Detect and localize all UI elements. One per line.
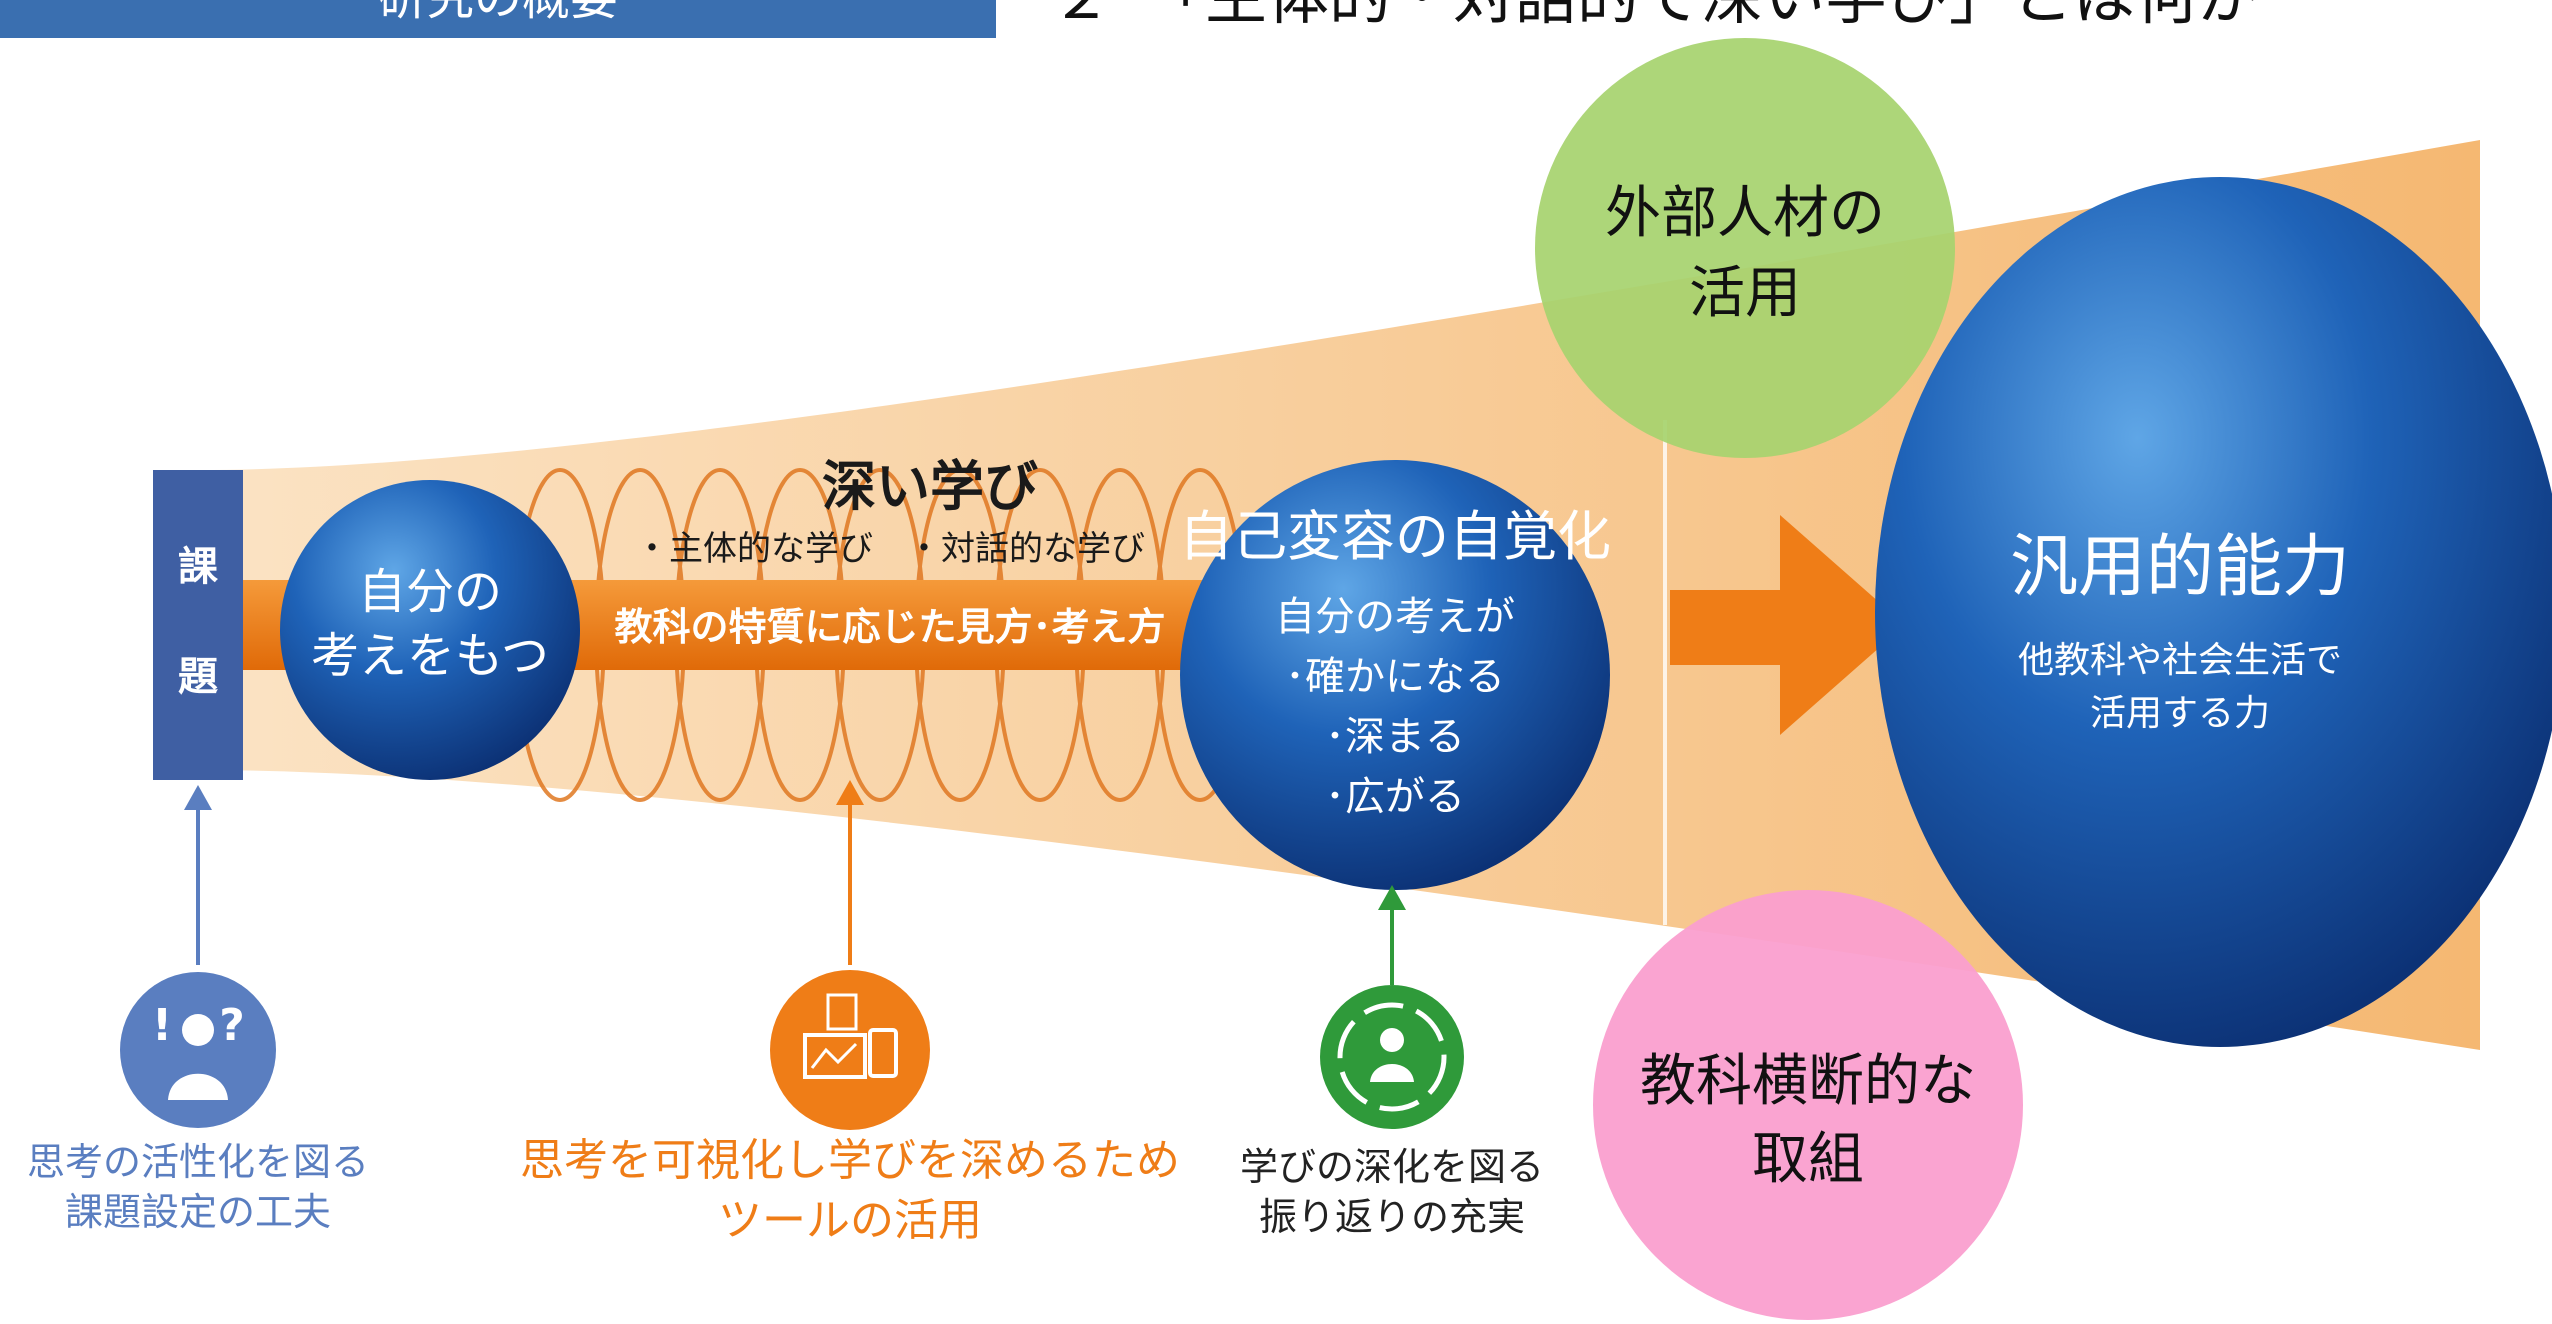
self-transformation-line4: ･広がる: [1325, 774, 1465, 820]
cross-subject-circle: [1593, 890, 2023, 1320]
task-design-line2: 課題設定の工夫: [65, 1190, 331, 1234]
external-resources-line2: 活用: [1689, 261, 1801, 326]
cross-subject-line1: 教科横断的な: [1640, 1049, 1976, 1114]
page-title: ２ 「主体的・対話的で深い学び」とは何か: [1050, 0, 2259, 33]
tool-use-line1: 思考を可視化し学びを深めるため: [520, 1135, 1180, 1186]
external-resources-line1: 外部人材の: [1605, 181, 1885, 246]
self-transformation-line3: ･深まる: [1325, 714, 1465, 760]
reflection-line1: 学びの深化を図る: [1240, 1145, 1544, 1189]
general-ability-line1: 他教科や社会生活で: [2018, 640, 2342, 681]
self-transformation-line2: ･確かになる: [1285, 654, 1505, 700]
section-label: 研究の概要: [378, 0, 618, 26]
self-transformation-title: 自己変容の自覚化: [1179, 505, 1611, 568]
task-bar-char: 課: [178, 544, 218, 590]
own-thinking-line1: 自分の: [358, 564, 502, 620]
own-thinking-line2: 考えをもつ: [311, 628, 549, 684]
cross-subject-line2: 取組: [1752, 1127, 1864, 1192]
arrowhead-icon: [836, 780, 864, 805]
growth-arrow: [1670, 515, 1905, 735]
svg-text:!: !: [152, 1000, 172, 1051]
self-transformation-line1: 自分の考えが: [1275, 594, 1515, 640]
general-ability-title: 汎用的能力: [2010, 528, 2350, 607]
reflection-cycle-icon: [1320, 985, 1464, 1129]
general-ability-sphere: [1875, 177, 2552, 1047]
svg-text:?: ?: [219, 1000, 245, 1051]
general-ability-line2: 活用する力: [2090, 693, 2270, 734]
tool-use-line2: ツールの活用: [718, 1195, 982, 1246]
deep-learning-subtitle: ・主体的な学び ・対話的な学び: [635, 529, 1145, 569]
own-thinking-sphere: [280, 480, 580, 780]
external-resources-circle: [1535, 38, 1955, 458]
self-transformation-sphere: [1180, 460, 1610, 890]
section-label-box: [0, 0, 996, 38]
deep-learning-title: 深い学び: [822, 455, 1038, 518]
task-bar: [153, 470, 243, 780]
reflection-line2: 振り返りの充実: [1259, 1195, 1525, 1239]
thinking-person-icon: ! ?: [120, 972, 276, 1128]
perspective-band-text: 教科の特質に応じた見方･考え方: [614, 605, 1165, 649]
arrowhead-icon: [184, 785, 212, 810]
device-tools-icon: [770, 970, 930, 1130]
task-bar-char: 題: [178, 654, 218, 700]
arrowhead-icon: [1378, 885, 1406, 910]
task-design-line1: 思考の活性化を図る: [27, 1140, 369, 1184]
